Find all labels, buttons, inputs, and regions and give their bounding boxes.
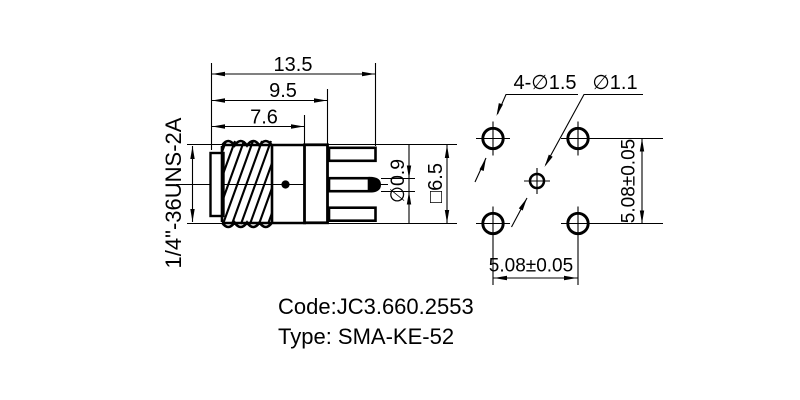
pad-hole-top-left [476, 121, 510, 156]
dim-pitch-vertical: 5.08±0.05 [619, 138, 645, 224]
leader-corner-holes: 4-∅1.5 [474, 72, 578, 183]
thread-spec-label: 1/4"-36UNS-2A [161, 117, 186, 268]
dim-thread-spec: 1/4"-36UNS-2A [161, 117, 195, 268]
pad-hole-center [524, 168, 550, 194]
flange [303, 143, 329, 225]
dim-body-length: 9.5 [212, 80, 329, 144]
corner-holes-label: 4-∅1.5 [513, 72, 576, 94]
type-text: Type: SMA-KE-52 [278, 324, 454, 349]
center-pin-tip [368, 176, 381, 193]
dim-pitch-vertical-label: 5.08±0.05 [619, 139, 640, 223]
thread-crest-bottom [220, 220, 274, 229]
pad-hole-bottom-left [476, 206, 510, 285]
dim-thread-length: 7.6 [212, 107, 306, 144]
thread-section [220, 139, 274, 229]
pad-view: 4-∅1.5 ∅1.1 5.08±0.05 5.08±0.05 [474, 72, 663, 285]
pin-leg-bottom [327, 206, 377, 222]
pin-leg-top [327, 146, 377, 163]
title-block: Code:JC3.660.2553 Type: SMA-KE-52 [278, 294, 474, 349]
thread-hatch-lines [221, 140, 273, 225]
dim-pitch-horizontal: 5.08±0.05 [489, 256, 578, 281]
dim-body-square-label: □6.5 [425, 163, 447, 203]
center-pin-body [327, 176, 371, 193]
dim-body-square: □6.5 [425, 145, 450, 223]
side-view: 13.5 9.5 7.6 1/4"-36UNS-2A ∅ [161, 54, 457, 268]
dim-pitch-horizontal-label: 5.08±0.05 [489, 256, 573, 277]
dim-thread-length-label: 7.6 [250, 107, 278, 129]
code-text: Code:JC3.660.2553 [278, 294, 474, 319]
leader-center-hole: ∅1.1 [511, 72, 643, 228]
dim-pin-diameter: ∅0.9 [381, 145, 415, 223]
nut-face [209, 151, 225, 218]
center-pin [327, 176, 381, 193]
center-dot [281, 180, 290, 189]
dim-overall-length-label: 13.5 [274, 54, 313, 76]
thread-crest-top [220, 139, 274, 148]
pad-hole-top-right [561, 121, 663, 156]
dim-overall-length: 13.5 [210, 54, 377, 150]
dim-body-length-label: 9.5 [269, 80, 297, 102]
center-hole-label: ∅1.1 [592, 72, 637, 94]
dim-pin-diameter-label: ∅0.9 [387, 159, 409, 203]
pad-hole-bottom-right [561, 206, 663, 285]
